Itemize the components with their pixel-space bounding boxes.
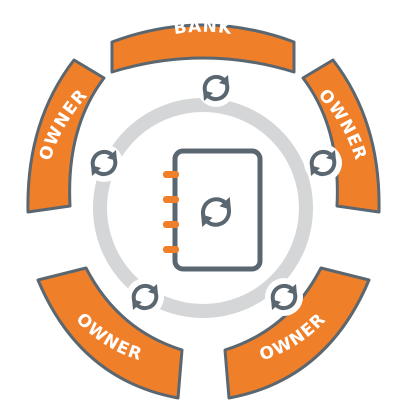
segment-bank: BANK	[110, 17, 296, 74]
sync-icon-bottom-left	[124, 276, 166, 318]
segment-owner-left: OWNER	[26, 58, 106, 214]
sync-icon-right	[302, 142, 344, 184]
sync-icon-bottom-right	[263, 276, 305, 318]
segment-label-bank: BANK	[172, 17, 234, 40]
notebook-sync-icon	[163, 148, 263, 272]
sync-icon-left	[83, 142, 125, 184]
segment-owner-right: OWNER	[301, 58, 381, 214]
sync-icon-top	[195, 67, 237, 109]
cycle-ring	[93, 98, 313, 318]
